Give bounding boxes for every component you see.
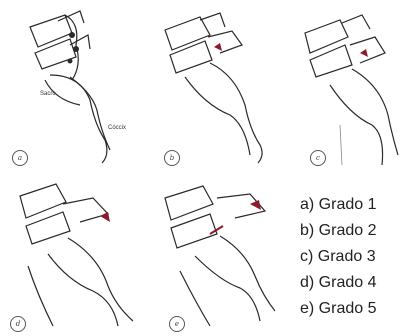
panel-label-c: c bbox=[310, 150, 326, 166]
spine-illustration-e bbox=[155, 176, 290, 336]
panel-d: d bbox=[8, 176, 143, 336]
legend-item-grade-3: c) Grado 3 bbox=[300, 244, 376, 270]
legend-item-grade-2: b) Grado 2 bbox=[300, 218, 376, 244]
panel-a: Sacro Cóccix a bbox=[10, 5, 135, 170]
panel-b: b bbox=[150, 5, 280, 170]
legend-item-grade-5: e) Grado 5 bbox=[300, 296, 376, 322]
spine-illustration-d bbox=[8, 176, 143, 336]
panel-label-e: e bbox=[169, 316, 185, 332]
spine-illustration-b bbox=[150, 5, 280, 170]
spine-illustration-a bbox=[10, 5, 135, 170]
grade-legend: a) Grado 1 b) Grado 2 c) Grado 3 d) Grad… bbox=[300, 192, 376, 322]
legend-item-grade-4: d) Grado 4 bbox=[300, 270, 376, 296]
panel-c: c bbox=[290, 5, 414, 170]
panel-e: e bbox=[155, 176, 290, 336]
annotation-coccyx: Cóccix bbox=[108, 125, 126, 131]
legend-item-grade-1: a) Grado 1 bbox=[300, 192, 376, 218]
annotation-sacrum: Sacro bbox=[40, 91, 56, 97]
spine-illustration-c bbox=[290, 5, 414, 170]
panel-label-d: d bbox=[10, 316, 26, 332]
panel-label-a: a bbox=[12, 150, 28, 166]
panel-label-b: b bbox=[164, 150, 180, 166]
